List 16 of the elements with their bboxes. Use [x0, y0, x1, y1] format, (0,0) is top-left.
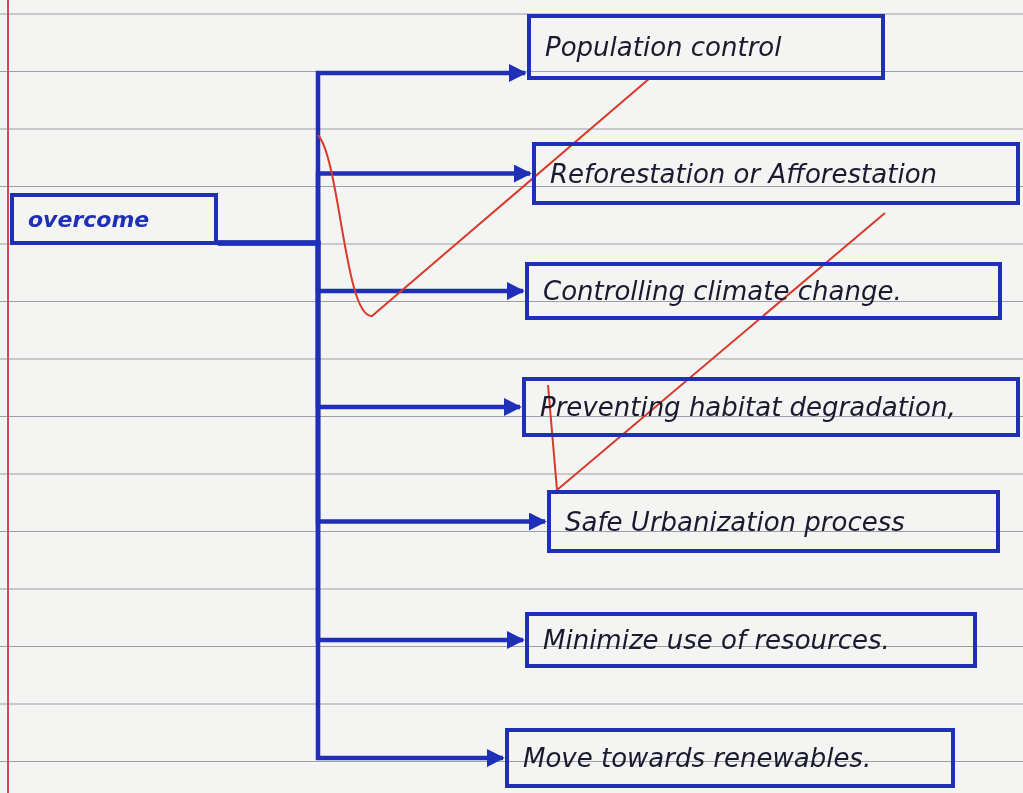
point-box: [532, 142, 1020, 205]
point-text: Reforestation or Afforestation: [550, 158, 938, 189]
point-box: [527, 14, 885, 80]
point-box: [522, 377, 1020, 437]
point-box: [505, 728, 955, 788]
point-box: [525, 262, 1002, 320]
point-text: Minimize use of resources.: [543, 625, 890, 655]
point-text: Population control: [545, 32, 782, 62]
topic-box: [10, 193, 218, 245]
point-box: [525, 612, 977, 668]
point-text: Controlling climate change.: [543, 276, 902, 306]
point-text: Move towards renewables.: [523, 743, 872, 773]
point-text: Safe Urbanization process: [565, 506, 905, 537]
topic-label: overcome: [28, 206, 150, 232]
point-box: [547, 490, 1000, 553]
arrow: [218, 240, 505, 767]
